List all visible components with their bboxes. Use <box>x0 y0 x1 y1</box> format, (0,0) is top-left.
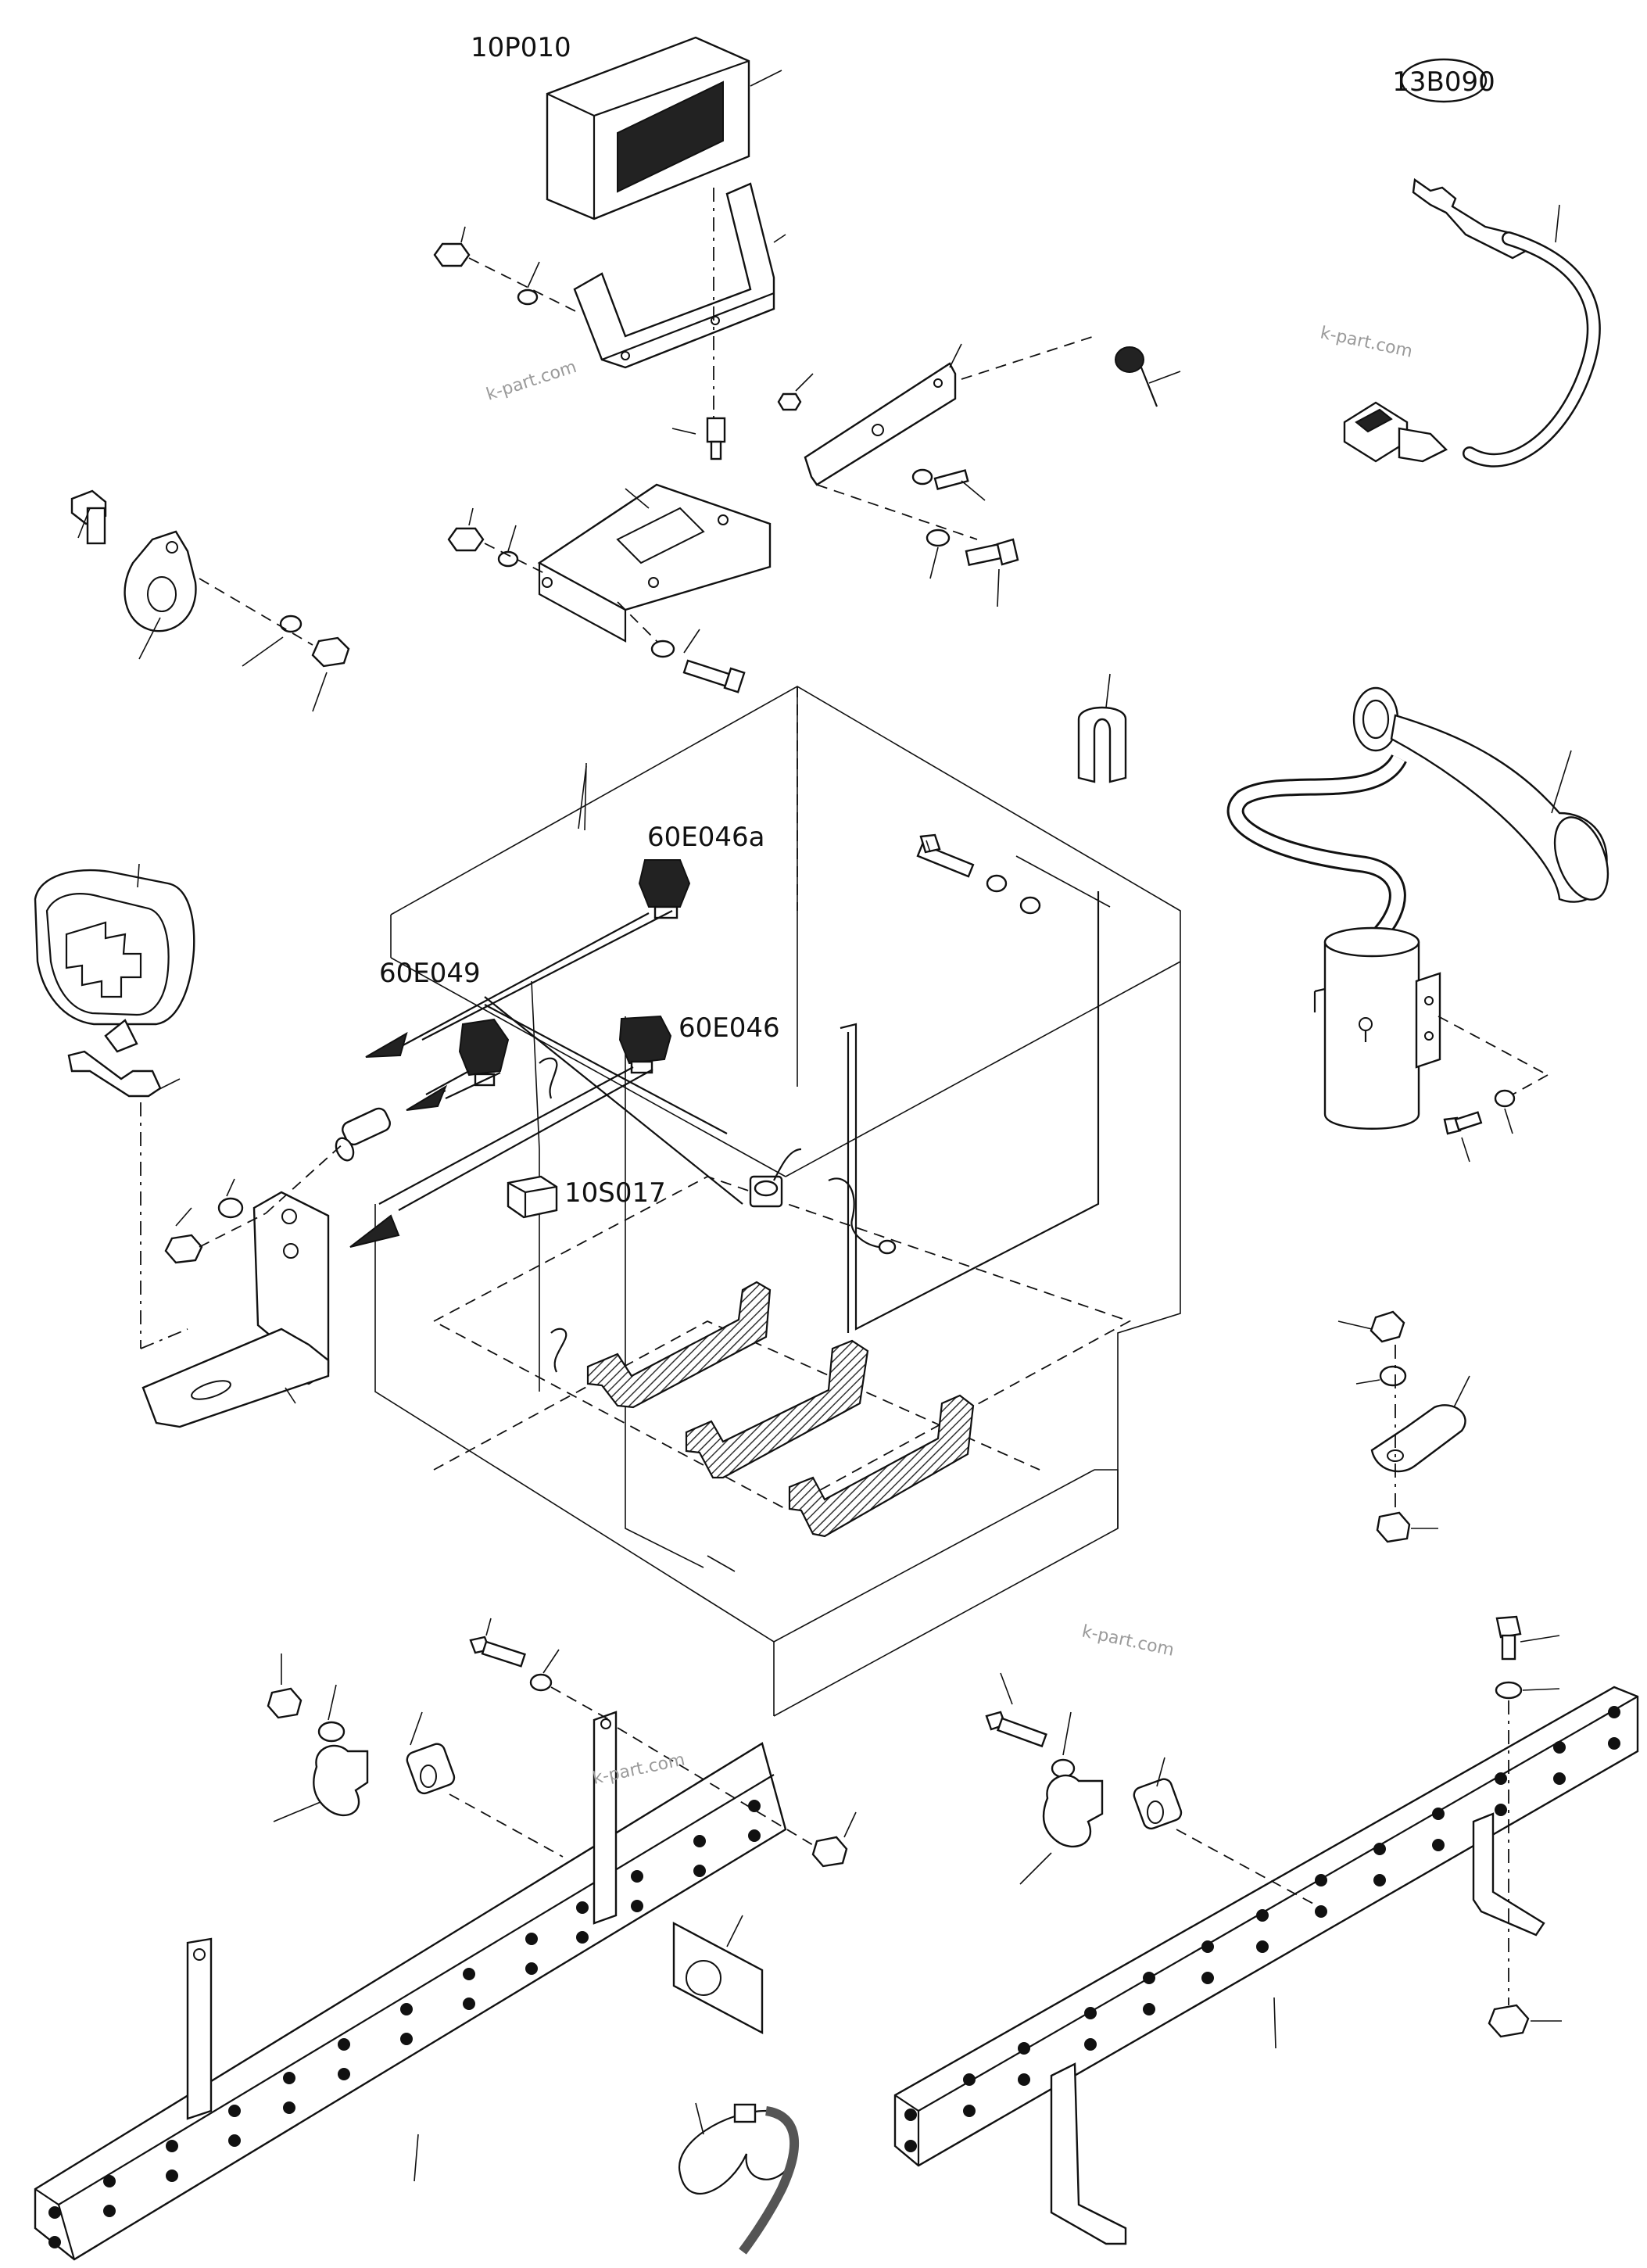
label-10S017: 10S017 <box>564 1177 666 1209</box>
bottom-left-clip-group <box>267 1654 564 1858</box>
sensor-connector-fitting <box>671 417 726 460</box>
cable-grommet <box>1115 346 1181 407</box>
nut-washer-bracket <box>164 1142 345 1264</box>
air-horn-assembly <box>1226 686 1609 1130</box>
switch-10S017 <box>507 1175 558 1219</box>
bolt-washer-strip-lower <box>926 528 1019 607</box>
nut-washer-cradle <box>433 226 579 314</box>
sensor-box-10P010 <box>546 36 782 220</box>
support-plate-bracket <box>537 483 772 643</box>
strip-dash-line <box>816 484 978 540</box>
small-nut-strip <box>777 373 814 411</box>
mounting-strip-bracket <box>804 343 962 486</box>
watermark-2: k-part.com <box>1319 323 1414 361</box>
bottom-left-mounting-rail <box>34 1711 787 2261</box>
lamp-spacer-bushing <box>335 1107 391 1162</box>
watermark-3: k-part.com <box>1080 1621 1176 1660</box>
label-10P010: 10P010 <box>471 32 571 63</box>
bottom-right-mounting-rail <box>893 1686 1639 2245</box>
label-60E049: 60E049 <box>379 958 481 989</box>
lamp-harness-connector <box>539 1057 897 1255</box>
cross-member-1 <box>586 1281 772 1409</box>
cotter-pin <box>550 1327 567 1373</box>
work-lamp-assembly <box>34 863 195 1098</box>
frame-callout-line <box>584 762 587 831</box>
lamp-bracket-L <box>141 1191 330 1428</box>
bottom-right-clip-group <box>985 1672 1314 1904</box>
label-13B090-badge: 13B090 <box>1392 58 1495 103</box>
cable-tie <box>678 2102 799 2255</box>
bottom-left-bolt-nut <box>469 1618 857 1868</box>
work-lamp-60E046a <box>365 859 691 1058</box>
svg-text:13B090: 13B090 <box>1392 66 1495 98</box>
main-frame-box <box>374 686 1181 1717</box>
bottom-right-bolt-nut <box>1488 1615 1562 2038</box>
hose-clip-bolt-group <box>70 489 350 712</box>
bolt-washer-plate-lower <box>650 629 746 693</box>
screw-washer-strip <box>911 468 986 501</box>
inner-panel <box>840 891 1100 1333</box>
lamp-dash-line-2 <box>140 1328 188 1349</box>
label-60E046a: 60E046a <box>647 822 764 853</box>
work-lamp-60E046 <box>349 1015 672 1248</box>
strip-to-grommet-line <box>961 335 1095 380</box>
cross-member-3 <box>788 1394 975 1538</box>
work-lamp-60E049 <box>406 996 743 1205</box>
edge-seal-profile <box>1077 673 1127 783</box>
adhesive-pad <box>672 1915 764 2034</box>
sensor-harness-cable <box>1343 177 1601 468</box>
cross-member-2 <box>685 1339 869 1479</box>
watermark-1: k-part.com <box>484 357 579 405</box>
right-hose-clip-group <box>1337 1310 1470 1543</box>
nut-washer-plate <box>447 507 665 650</box>
bolt-washer-box <box>916 833 1041 915</box>
label-60E046: 60E046 <box>678 1012 780 1044</box>
horn-bolt-washer <box>1438 1016 1549 1163</box>
